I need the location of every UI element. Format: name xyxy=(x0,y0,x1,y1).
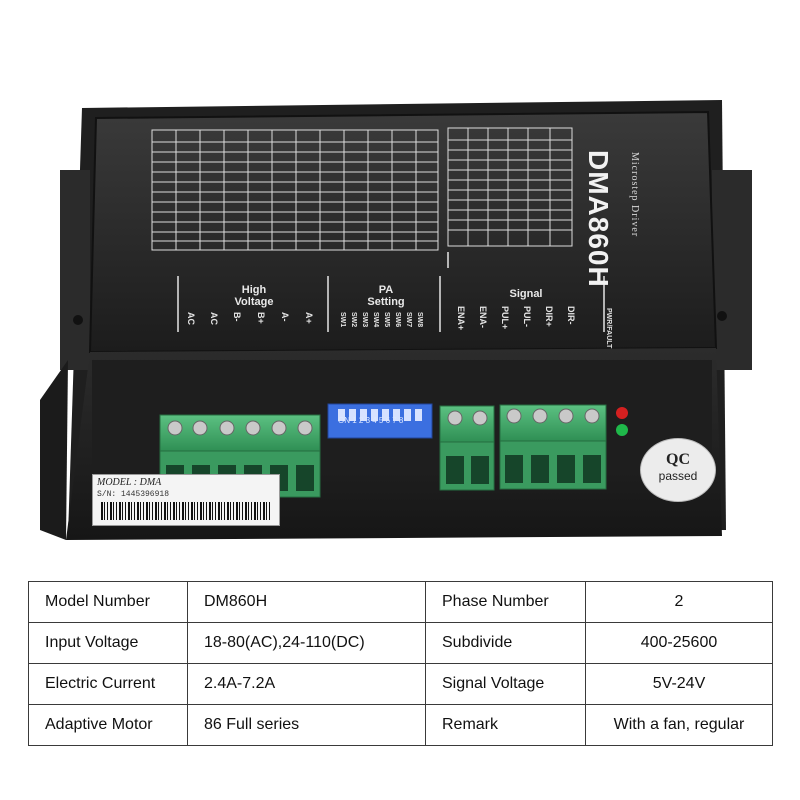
pin-label: AC xyxy=(209,312,219,325)
qc-title: QC xyxy=(666,451,690,468)
spec-value: DM860H xyxy=(187,581,426,623)
printed-tables xyxy=(151,127,573,251)
spec-value: With a fan, regular xyxy=(585,704,773,746)
group-label-pa-setting: PA Setting xyxy=(367,284,405,308)
power-led xyxy=(616,424,628,436)
pin-label: A- xyxy=(280,312,290,322)
right-fin xyxy=(712,170,752,370)
product-photo: DMA860H Microstep Driver High Voltage PA… xyxy=(40,100,752,540)
brand-name: DMA860H xyxy=(583,150,614,288)
screw-right xyxy=(717,311,727,321)
pin-label: DIR- xyxy=(566,306,576,325)
spec-value: 5V-24V xyxy=(585,663,773,705)
spec-label: Input Voltage xyxy=(28,622,188,664)
group-label-signal: Signal xyxy=(509,288,543,300)
group-label-high-voltage: High Voltage xyxy=(234,284,274,308)
fault-led xyxy=(616,407,628,419)
barcode xyxy=(101,502,271,520)
table-row: Model Number DM860H Phase Number 2 xyxy=(28,581,773,623)
pin-label: PUL+ xyxy=(500,306,510,330)
spec-value: 2 xyxy=(585,581,773,623)
model-label-plate: MODEL : DMA S/N: 1445396918 xyxy=(92,474,280,526)
table-row: Electric Current 2.4A-7.2A Signal Voltag… xyxy=(28,663,773,705)
spec-label: Electric Current xyxy=(28,663,188,705)
pin-label: SW6 xyxy=(394,312,401,328)
serial-label: S/N: 1445396918 xyxy=(97,490,170,499)
pin-label: SW8 xyxy=(416,312,423,328)
pin-label: SW3 xyxy=(361,312,368,328)
pin-label: B+ xyxy=(256,312,266,324)
spec-label: Signal Voltage xyxy=(425,663,586,705)
pin-label: SW4 xyxy=(372,312,379,328)
side-face xyxy=(40,360,68,540)
left-fin xyxy=(60,170,90,370)
pwr-fault-label: PWR/FAULT xyxy=(605,308,612,349)
spec-label: Remark xyxy=(425,704,586,746)
pin-label: DIR+ xyxy=(544,306,554,327)
dip-numbers: ON 1 2 3 4 5 6 7 8 xyxy=(338,416,404,425)
enable-terminal[interactable] xyxy=(439,405,495,491)
screw-left xyxy=(73,315,83,325)
pin-label: A+ xyxy=(304,312,314,324)
qc-subtitle: passed xyxy=(658,469,698,483)
spec-value: 400-25600 xyxy=(585,622,773,664)
spec-label: Model Number xyxy=(28,581,188,623)
signal-terminal[interactable] xyxy=(499,404,607,490)
pin-label: SW5 xyxy=(383,312,390,328)
table-row: Input Voltage 18-80(AC),24-110(DC) Subdi… xyxy=(28,622,773,664)
spec-label: Phase Number xyxy=(425,581,586,623)
pin-label: SW2 xyxy=(350,312,357,328)
spec-value: 86 Full series xyxy=(187,704,426,746)
model-label: MODEL : DMA xyxy=(97,477,162,488)
pin-label: SW7 xyxy=(405,312,412,328)
spec-label: Subdivide xyxy=(425,622,586,664)
table-row: Adaptive Motor 86 Full series Remark Wit… xyxy=(28,704,773,746)
pin-label: ENA+ xyxy=(456,306,466,331)
pin-label: PUL- xyxy=(522,306,532,327)
pin-label: AC xyxy=(186,312,196,325)
pin-label: ENA- xyxy=(478,306,488,328)
group-dividers xyxy=(177,252,605,332)
dip-switch[interactable] xyxy=(327,403,433,439)
pin-label: B- xyxy=(232,312,242,322)
pin-label: SW1 xyxy=(339,312,346,328)
spec-table: Model Number DM860H Phase Number 2 Input… xyxy=(28,581,773,746)
brand-subtitle: Microstep Driver xyxy=(629,152,640,238)
spec-value: 2.4A-7.2A xyxy=(187,663,426,705)
qc-sticker: QC passed xyxy=(640,438,716,502)
spec-value: 18-80(AC),24-110(DC) xyxy=(187,622,426,664)
spec-label: Adaptive Motor xyxy=(28,704,188,746)
